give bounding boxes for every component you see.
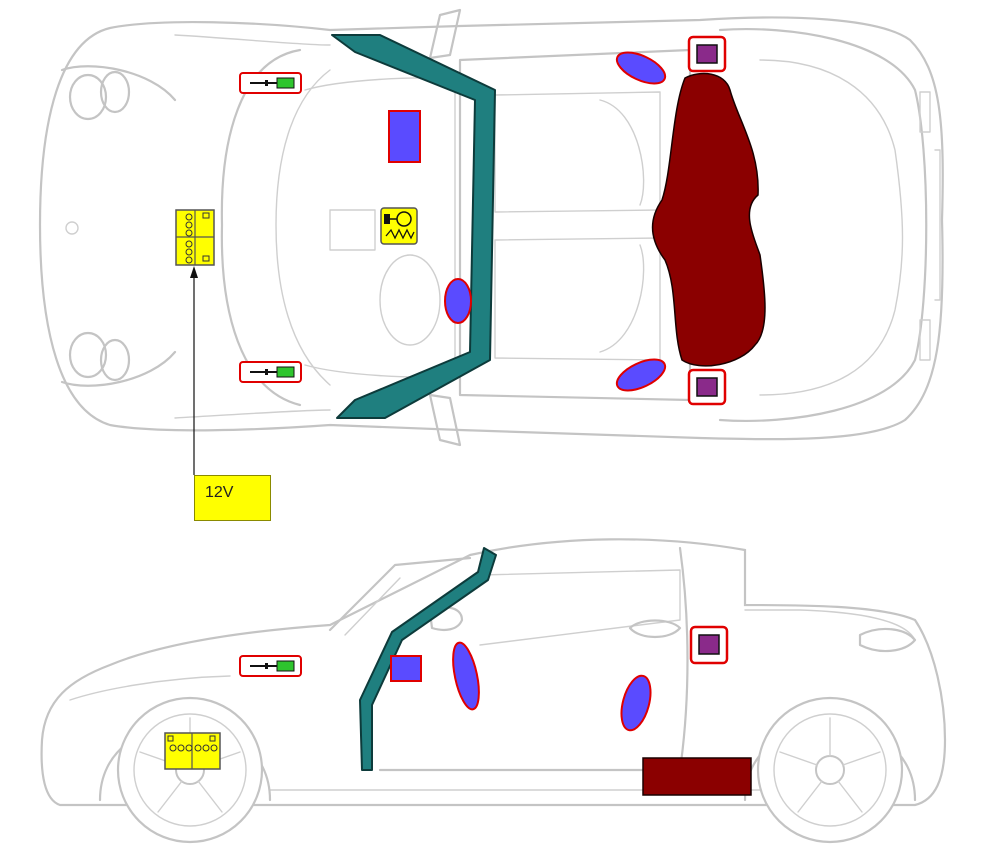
airbag-passenger-top-icon <box>388 110 421 163</box>
reinforced-pillar-top-icon <box>331 34 496 419</box>
battery-label: 12V <box>205 484 234 501</box>
tail-light <box>858 627 917 653</box>
airbag-seat-side-icon <box>620 674 652 732</box>
airbag-driver-top-icon <box>444 278 472 324</box>
airbag-side-top-2-icon <box>615 358 667 392</box>
side-view-body-outline <box>40 538 947 807</box>
front-emblem <box>65 221 79 235</box>
window-line <box>479 569 681 646</box>
battery-label-box: 12V <box>194 475 271 521</box>
headlight-bottom <box>60 331 177 387</box>
seat-left-back <box>599 99 645 206</box>
rear-deck-2 <box>759 59 904 396</box>
airbag-head-side-icon <box>452 641 480 711</box>
windshield <box>328 556 472 632</box>
side-view <box>40 538 947 844</box>
rear-deck <box>718 27 928 423</box>
center-console <box>329 209 376 251</box>
pretensioner-top-2-icon <box>687 368 727 406</box>
gas-strut-top-2-icon <box>239 361 302 383</box>
rear-light-bottom <box>919 319 931 361</box>
door-handle <box>628 619 682 639</box>
pretensioner-top-1-icon <box>687 35 727 73</box>
gas-strut-side-icon <box>239 655 302 677</box>
seat-right-back <box>599 244 645 353</box>
sill-reinforcement-icon <box>642 757 752 796</box>
steering-wheel <box>379 254 441 346</box>
windshield-inner <box>344 577 401 636</box>
rear-light-top <box>919 91 931 133</box>
rear-quarter <box>744 609 916 641</box>
battery-leader-line <box>190 266 198 475</box>
front-wheel <box>98 696 272 844</box>
airbag-passenger-side-icon <box>390 655 422 682</box>
battery-side-icon <box>164 732 221 770</box>
rear-wheel <box>743 696 917 844</box>
battery-top-icon <box>175 209 215 266</box>
reinforced-pillar-side-icon <box>359 547 497 771</box>
rear-vent <box>934 149 941 301</box>
airbag-side-top-1-icon <box>615 51 667 85</box>
airbag-control-icon <box>380 207 418 245</box>
mirror-top <box>428 8 462 60</box>
pretensioner-side-icon <box>689 625 729 665</box>
hood-line-2 <box>275 69 331 386</box>
mirror-bottom <box>428 393 462 447</box>
front-fender <box>69 675 231 701</box>
door-outline <box>378 546 689 772</box>
fender-line <box>174 34 331 46</box>
headlight-top <box>60 65 177 121</box>
gas-strut-top-1-icon <box>239 72 302 94</box>
soft-top-icon <box>651 72 766 367</box>
dashboard <box>304 77 456 378</box>
